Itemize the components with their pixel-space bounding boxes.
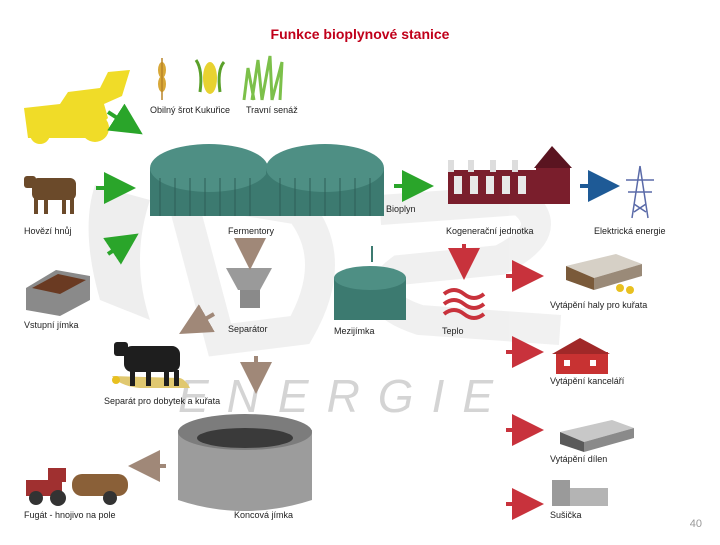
label-intake-pit: Vstupní jímka	[24, 320, 79, 330]
tractor-tanker-icon	[26, 468, 128, 506]
corn-icon	[194, 59, 226, 94]
arrow-separator-to-cow	[179, 304, 215, 334]
label-separate-use: Separát pro dobytek a kuřata	[104, 396, 221, 406]
chp-building-icon	[448, 146, 572, 204]
label-separator: Separátor	[228, 324, 268, 334]
fermenter-tanks-icon	[150, 144, 384, 216]
label-chp: Kogenerační jednotka	[446, 226, 534, 236]
label-intermediate-pit: Mezijímka	[334, 326, 375, 336]
arrow-loader-to-fermenter	[106, 103, 143, 135]
workshop-hall-icon	[560, 420, 634, 452]
label-grain: Obilný šrot	[150, 105, 194, 115]
label-dryer: Sušička	[550, 510, 582, 520]
label-hall-heating: Vytápění haly pro kuřata	[550, 300, 648, 310]
page-number: 40	[689, 518, 702, 530]
label-digestate: Fugát - hnojivo na pole	[24, 510, 116, 520]
poultry-hall-icon	[566, 254, 642, 294]
separator-funnel-icon	[226, 268, 272, 308]
label-electricity: Elektrická energie	[594, 226, 666, 236]
heat-waves-icon	[442, 288, 486, 320]
arrow-intake-to-fermenter	[103, 233, 139, 265]
label-corn: Kukuřice	[195, 105, 231, 115]
final-pit-icon	[178, 414, 312, 511]
label-manure: Hovězí hnůj	[24, 226, 72, 236]
intermediate-tank-icon	[334, 266, 406, 320]
label-final-pit: Koncová jímka	[234, 510, 294, 520]
office-building-icon	[552, 338, 610, 374]
dryer-icon	[552, 480, 608, 506]
label-fermenters: Fermentory	[228, 226, 275, 236]
label-heat: Teplo	[442, 326, 464, 336]
grass-icon	[242, 55, 284, 101]
label-grass: Travní senáž	[246, 105, 298, 115]
label-office-heating: Vytápění kanceláří	[550, 376, 625, 386]
cow-black-icon	[112, 342, 190, 388]
loader-tractor-icon	[24, 70, 130, 144]
label-workshop-heating: Vytápění dílen	[550, 454, 608, 464]
grain-icon	[158, 58, 166, 100]
cow-icon	[24, 176, 76, 214]
intake-pit-icon	[26, 270, 90, 316]
watermark-energie: ENERGIE	[178, 370, 511, 422]
page-title: Funkce bioplynové stanice	[270, 26, 450, 42]
power-pylon-icon	[626, 165, 654, 219]
label-biogas: Bioplyn	[386, 204, 416, 214]
